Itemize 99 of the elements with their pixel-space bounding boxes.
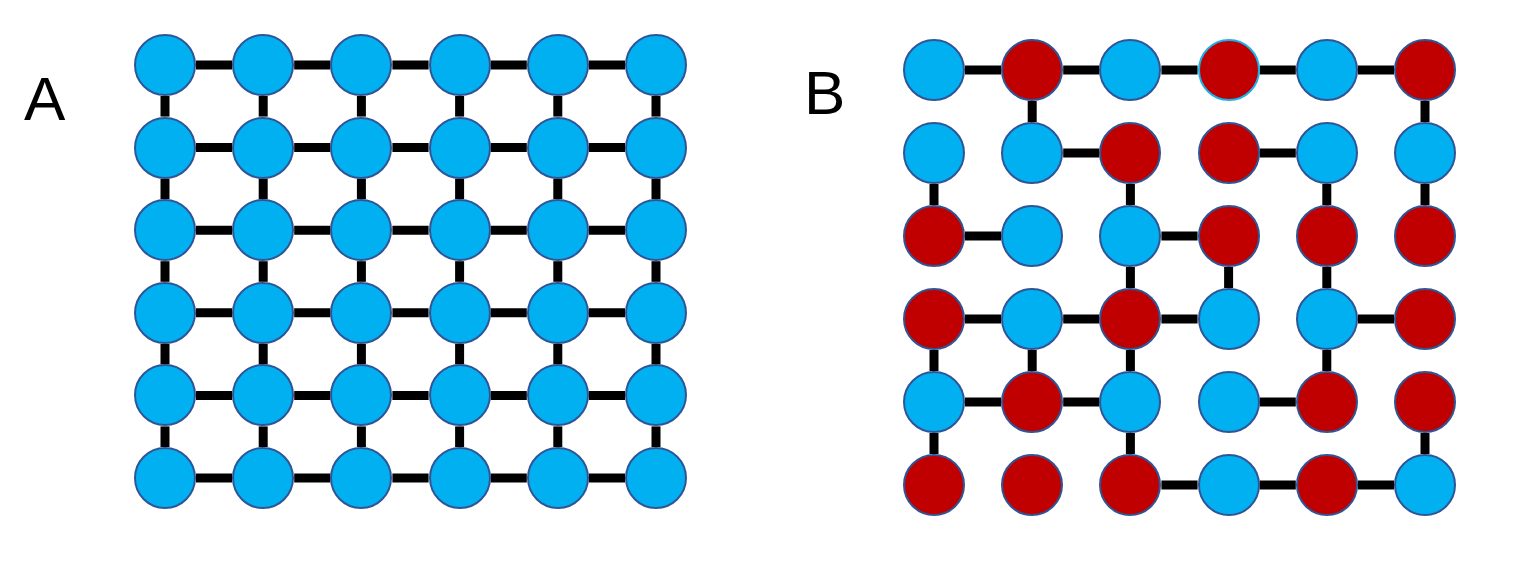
connector-line [196, 143, 233, 153]
connector-line [1063, 397, 1100, 407]
connector-line [929, 184, 939, 205]
connector-line [1125, 184, 1135, 205]
connector-line [651, 178, 661, 200]
connector-line [356, 343, 366, 365]
connector-line [553, 426, 563, 447]
connector-line [1420, 184, 1430, 205]
connector-line [1259, 65, 1296, 75]
connector-line [196, 473, 233, 483]
connector-line [356, 178, 366, 200]
connector-line [392, 225, 429, 235]
connector-line [1224, 267, 1234, 288]
panel-label: A [24, 68, 66, 130]
connector-line [1420, 101, 1430, 122]
connector-line [651, 426, 661, 447]
connector-line [160, 426, 170, 447]
connector-line [196, 225, 233, 235]
connector-line [588, 143, 625, 153]
connector-line [455, 178, 465, 200]
connector-line [160, 178, 170, 200]
connector-line [965, 65, 1002, 75]
connector-line [294, 308, 331, 318]
connector-line [1161, 314, 1198, 324]
connector-line [356, 261, 366, 282]
connector-line [1161, 231, 1198, 241]
connector-line [1420, 433, 1430, 454]
connector-line [196, 60, 233, 70]
connector-line [588, 60, 625, 70]
connector-line [258, 343, 268, 365]
connector-line [588, 473, 625, 483]
connector-line [160, 96, 170, 117]
connector-line [553, 178, 563, 200]
connector-line [1125, 267, 1135, 288]
connector-line [651, 343, 661, 365]
connector-line [929, 433, 939, 454]
connector-line [258, 96, 268, 117]
connector-line [392, 143, 429, 153]
connector-line [588, 308, 625, 318]
connector-line [1063, 65, 1100, 75]
connector-line [1027, 101, 1037, 122]
connector-line [1259, 397, 1296, 407]
connector-line [455, 96, 465, 117]
circle-node [903, 205, 965, 267]
connector-line [553, 96, 563, 117]
connector-line [455, 426, 465, 447]
connector-line [1357, 480, 1394, 490]
connector-line [1259, 148, 1296, 158]
connector-line [294, 473, 331, 483]
panel-label: B [804, 62, 846, 124]
connector-line [196, 390, 233, 400]
connector-line [965, 397, 1002, 407]
connector-line [1161, 65, 1198, 75]
connector-line [490, 225, 527, 235]
connector-line [553, 343, 563, 365]
connector-line [490, 308, 527, 318]
connector-line [160, 343, 170, 365]
connector-line [1063, 314, 1100, 324]
connector-line [588, 390, 625, 400]
connector-line [1322, 350, 1332, 371]
connector-line [1125, 350, 1135, 371]
connector-line [929, 350, 939, 371]
connector-line [490, 390, 527, 400]
connector-line [392, 308, 429, 318]
connector-line [356, 96, 366, 117]
circle-node [1394, 205, 1456, 267]
connector-line [553, 261, 563, 282]
connector-line [294, 225, 331, 235]
connector-line [294, 143, 331, 153]
connector-line [294, 390, 331, 400]
connector-line [258, 261, 268, 282]
connector-line [392, 473, 429, 483]
connector-line [258, 178, 268, 200]
connector-line [160, 261, 170, 282]
connector-line [1322, 267, 1332, 288]
connector-line [1161, 480, 1198, 490]
connector-line [455, 343, 465, 365]
connector-line [392, 60, 429, 70]
connector-line [490, 473, 527, 483]
connector-line [965, 231, 1002, 241]
connector-line [588, 225, 625, 235]
connector-line [294, 60, 331, 70]
connector-line [455, 261, 465, 282]
connector-line [356, 426, 366, 447]
connector-line [1357, 314, 1394, 324]
connector-line [1125, 433, 1135, 454]
connector-line [258, 426, 268, 447]
connector-line [1027, 350, 1037, 371]
connector-line [1063, 148, 1100, 158]
connector-line [490, 143, 527, 153]
connector-line [1322, 184, 1332, 205]
connector-line [1259, 480, 1296, 490]
connector-line [196, 308, 233, 318]
connector-line [1357, 65, 1394, 75]
connector-line [651, 261, 661, 282]
connector-line [392, 390, 429, 400]
connector-line [651, 96, 661, 117]
connector-line [965, 314, 1002, 324]
connector-line [490, 60, 527, 70]
